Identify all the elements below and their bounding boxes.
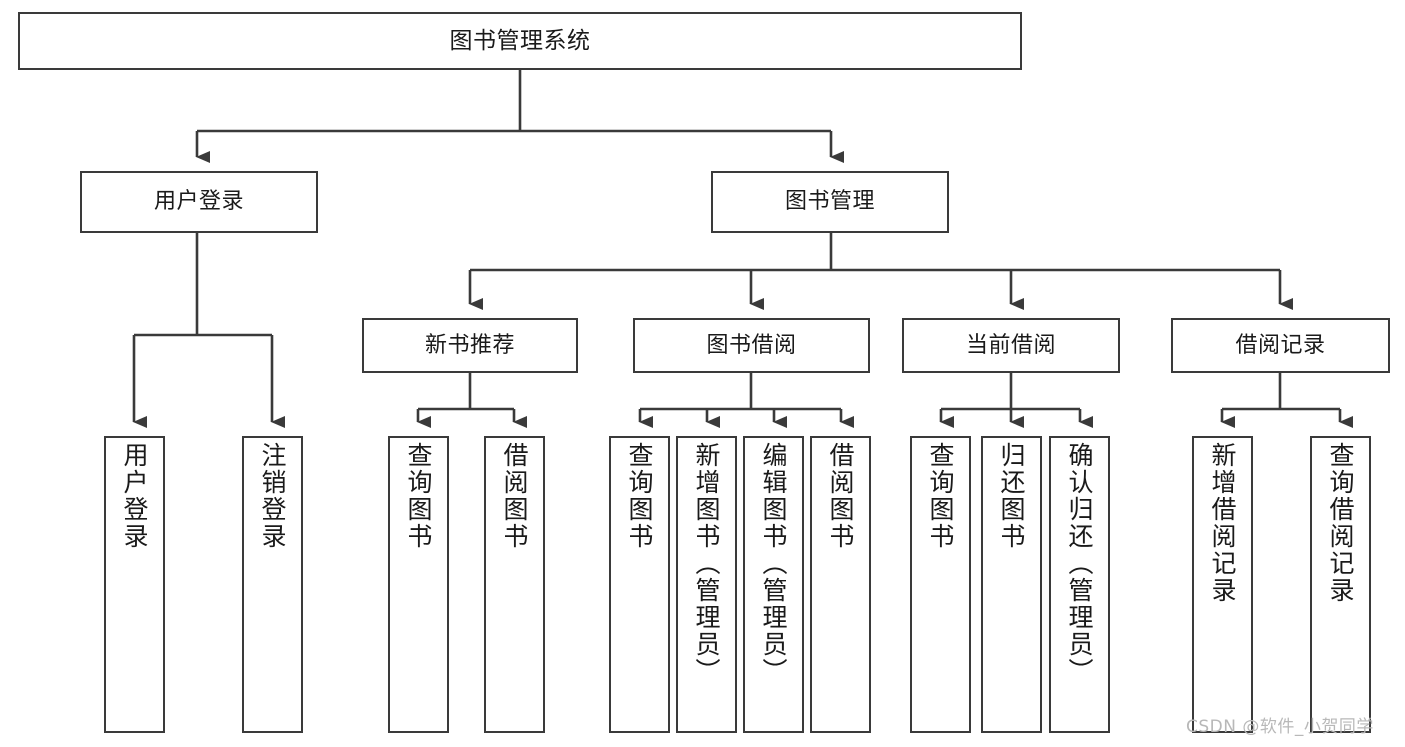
leaf-user-login-label: 用户登录 <box>120 442 149 550</box>
node-book-borrow-label: 图书借阅 <box>706 332 797 358</box>
node-book-manage-label: 图书管理 <box>784 189 875 215</box>
node-current-borrow-label: 当前借阅 <box>965 332 1056 358</box>
leaf-borrow-book-2[interactable]: 借阅图书 <box>810 436 871 733</box>
leaf-add-record[interactable]: 新增借阅记录 <box>1192 436 1253 733</box>
node-new-book-recommend-label: 新书推荐 <box>424 332 515 358</box>
leaf-user-logout-label: 注销登录 <box>258 442 287 550</box>
leaf-add-record-label: 新增借阅记录 <box>1208 442 1237 604</box>
node-book-borrow[interactable]: 图书借阅 <box>633 318 870 373</box>
node-new-book-recommend[interactable]: 新书推荐 <box>362 318 578 373</box>
leaf-query-book-2[interactable]: 查询图书 <box>609 436 670 733</box>
leaf-add-book-label: 新增图书（管理员） <box>692 442 721 685</box>
watermark: CSDN @软件_小贺同学 <box>1186 717 1374 737</box>
node-user-login[interactable]: 用户登录 <box>80 171 318 233</box>
node-current-borrow[interactable]: 当前借阅 <box>902 318 1120 373</box>
leaf-query-book-3[interactable]: 查询图书 <box>910 436 971 733</box>
leaf-user-logout[interactable]: 注销登录 <box>242 436 303 733</box>
leaf-borrow-book-1[interactable]: 借阅图书 <box>484 436 545 733</box>
node-book-manage[interactable]: 图书管理 <box>711 171 949 233</box>
leaf-return-book-label: 归还图书 <box>997 442 1026 550</box>
leaf-edit-book-label: 编辑图书（管理员） <box>759 442 788 685</box>
leaf-query-book-1-label: 查询图书 <box>404 442 433 550</box>
leaf-edit-book[interactable]: 编辑图书（管理员） <box>743 436 804 733</box>
leaf-query-record[interactable]: 查询借阅记录 <box>1310 436 1371 733</box>
leaf-query-book-3-label: 查询图书 <box>926 442 955 550</box>
leaf-user-login[interactable]: 用户登录 <box>104 436 165 733</box>
leaf-borrow-book-1-label: 借阅图书 <box>500 442 529 550</box>
node-root-label: 图书管理系统 <box>449 27 591 54</box>
leaf-confirm-return-label: 确认归还（管理员） <box>1065 442 1094 685</box>
leaf-confirm-return[interactable]: 确认归还（管理员） <box>1049 436 1110 733</box>
node-borrow-record[interactable]: 借阅记录 <box>1171 318 1390 373</box>
node-user-login-label: 用户登录 <box>153 189 244 215</box>
leaf-return-book[interactable]: 归还图书 <box>981 436 1042 733</box>
node-root[interactable]: 图书管理系统 <box>18 12 1022 70</box>
leaf-query-book-2-label: 查询图书 <box>625 442 654 550</box>
leaf-add-book[interactable]: 新增图书（管理员） <box>676 436 737 733</box>
leaf-query-record-label: 查询借阅记录 <box>1326 442 1355 604</box>
leaf-borrow-book-2-label: 借阅图书 <box>826 442 855 550</box>
node-borrow-record-label: 借阅记录 <box>1235 332 1326 358</box>
leaf-query-book-1[interactable]: 查询图书 <box>388 436 449 733</box>
